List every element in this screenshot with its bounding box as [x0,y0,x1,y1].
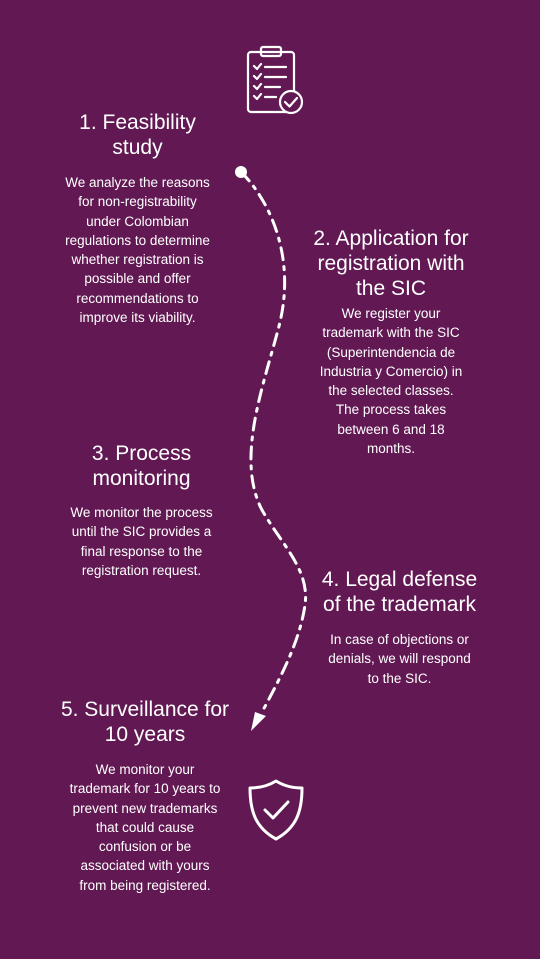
step-2-description: We register your trademark with the SIC … [295,304,487,458]
step-1-description: We analyze the reasons for non-registrab… [40,173,235,327]
step-4-title-line: of the trademark [323,593,476,616]
step-1-line: under Colombian [86,213,189,229]
step-2-line: months. [366,441,416,457]
step-1-line: whether registration is [71,252,204,268]
step-1-line: We analyze the reasons [65,175,210,190]
step-5-line: from being registered. [79,877,211,893]
step-1-title-line: 1. Feasibility [79,111,196,134]
step-1-line: for non-registrability [78,194,197,210]
step-3-line: until the SIC provides a [71,524,212,540]
step-5-description: We monitor your trademark for 10 years t… [45,760,245,895]
step-3-title-line: 3. Process [91,442,192,465]
step-5-title-line: 10 years [104,723,186,746]
step-5-line: confusion or be [98,839,192,855]
step-3-line: final response to the [80,543,203,559]
step-2-application: 2. Application for registration with the… [295,226,487,458]
step-2-title-line: the SIC [355,277,427,300]
step-2-line: the selected classes. [328,383,454,399]
clipboard-checklist-icon [244,44,306,116]
step-2-line: We register your [341,306,441,321]
step-5-title: 5. Surveillance for 10 years [45,697,245,747]
step-1-line: regulations to determine [65,232,210,248]
step-1-title: 1. Feasibility study [40,110,235,160]
step-3-title: 3. Process monitoring [44,441,239,491]
step-2-line: The process takes [335,402,447,418]
step-4-description: In case of objections or denials, we wil… [302,630,497,688]
step-2-line: between 6 and 18 [337,421,445,437]
step-3-line: We monitor the process [70,505,213,520]
step-3-title-line: monitoring [92,467,191,490]
step-4-line: to the SIC. [367,670,432,686]
step-5-line: that could cause [95,819,195,835]
step-3-monitoring: 3. Process monitoring We monitor the pro… [44,441,239,580]
step-2-line: (Superintendencia de [326,344,456,360]
step-2-title: 2. Application for registration with the… [295,226,487,301]
step-2-title-line: registration with [317,252,465,275]
step-3-line: registration request. [81,562,202,578]
step-5-line: associated with yours [80,858,210,874]
step-1-title-line: study [112,136,163,159]
step-2-title-line: 2. Application for [313,227,469,250]
step-1-line: possible and offer [84,271,191,287]
step-1-line: recommendations to [76,290,199,306]
step-2-line: trademark with the SIC [322,325,460,341]
step-1-line: improve its viability. [79,310,196,326]
step-5-line: We monitor your [95,762,195,777]
step-4-legal-defense: 4. Legal defense of the trademark In cas… [302,567,497,688]
shield-check-icon [246,778,306,842]
step-2-line: Industria y Comercio) in [319,363,463,379]
step-3-description: We monitor the process until the SIC pro… [44,503,239,580]
step-4-title: 4. Legal defense of the trademark [302,567,497,617]
step-1-feasibility: 1. Feasibility study We analyze the reas… [40,110,235,327]
step-5-line: prevent new trademarks [72,800,218,816]
step-5-line: trademark for 10 years to [69,781,221,797]
step-4-title-line: 4. Legal defense [321,568,478,591]
step-5-surveillance: 5. Surveillance for 10 years We monitor … [45,697,245,895]
step-5-title-line: 5. Surveillance for [60,698,230,721]
step-4-line: In case of objections or [330,632,469,647]
step-4-line: denials, we will respond [328,651,471,667]
